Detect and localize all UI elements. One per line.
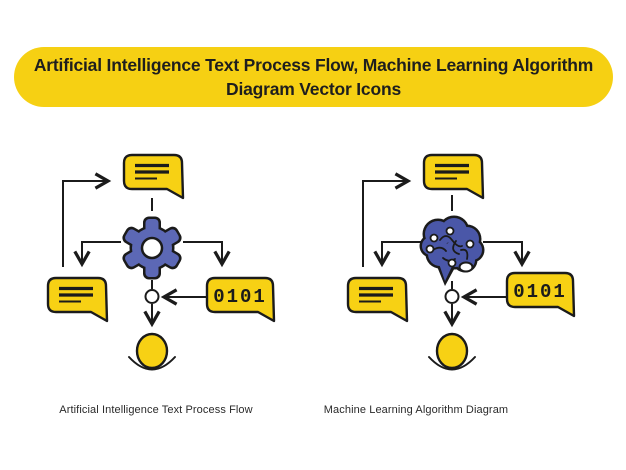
- junction-node: [444, 289, 460, 304]
- gear-icon: [122, 216, 182, 280]
- flow-arrow-feedback-to-top: [62, 172, 112, 267]
- neural-nodes: [425, 226, 475, 268]
- caption-ai-text-process-flow: Artificial Intelligence Text Process Flo…: [59, 404, 253, 416]
- speech-bubble-icon: [346, 276, 409, 323]
- speech-bubble-icon: [122, 153, 185, 200]
- flow-arrow-to-left-bubble: [73, 241, 121, 268]
- title-banner: Artificial Intelligence Text Process Flo…: [14, 47, 613, 107]
- junction-node: [144, 289, 160, 304]
- binary-bubble-icon: 0101: [205, 276, 276, 323]
- brain-icon: [419, 215, 485, 286]
- result-circle-icon: [428, 332, 476, 371]
- flow-arrow-feedback-to-top: [362, 172, 412, 267]
- binary-code-label: 0101: [213, 286, 267, 308]
- flow-arrow-to-left-bubble: [373, 241, 421, 268]
- result-arc: [128, 356, 176, 371]
- binary-bubble-icon: 0101: [505, 271, 576, 318]
- bubble-text-lines: [359, 286, 393, 303]
- brain-stem: [458, 261, 474, 273]
- diagram-ai-text-process-flow: 0101: [46, 153, 276, 371]
- flow-arrows: [62, 172, 231, 328]
- diagram-ml-algorithm: 0101: [346, 153, 576, 371]
- flow-arrow-to-binary: [483, 241, 531, 268]
- flow-arrows: [362, 172, 531, 328]
- speech-bubble-icon: [422, 153, 485, 200]
- result-circle-icon: [128, 332, 176, 371]
- caption-ml-algorithm-diagram: Machine Learning Algorithm Diagram: [323, 404, 509, 416]
- bubble-text-lines: [435, 163, 469, 180]
- flow-arrow-to-binary: [183, 241, 231, 268]
- binary-code-label: 0101: [513, 281, 567, 303]
- brain-gyri-lines: [432, 235, 469, 262]
- bubble-text-lines: [59, 286, 93, 303]
- bubble-text-lines: [135, 163, 169, 180]
- speech-bubble-icon: [46, 276, 109, 323]
- page-title: Artificial Intelligence Text Process Flo…: [33, 54, 594, 99]
- result-arc: [428, 356, 476, 371]
